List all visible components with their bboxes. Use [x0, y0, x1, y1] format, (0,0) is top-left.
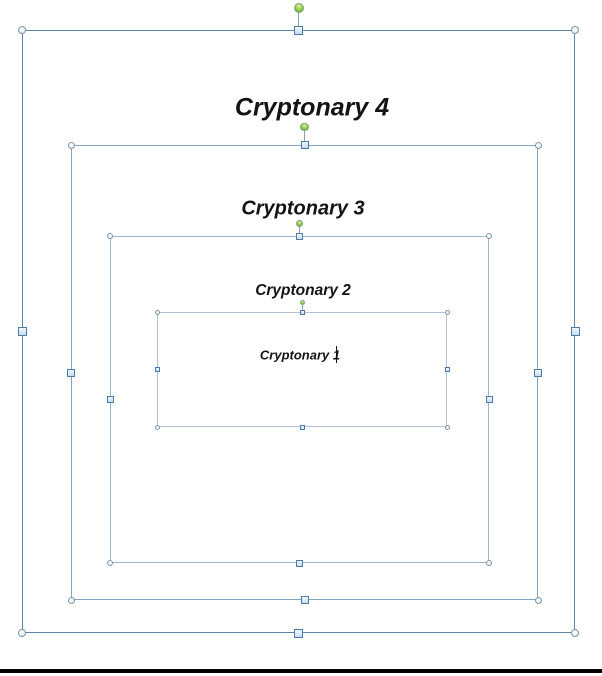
resize-handle-edge[interactable] — [444, 367, 450, 372]
resize-handle-edge[interactable] — [294, 25, 303, 35]
resize-handle-edge[interactable] — [299, 309, 305, 315]
rotation-handle-icon[interactable] — [300, 122, 309, 132]
page-bottom-border — [0, 669, 602, 673]
resize-handle-edge[interactable] — [106, 396, 114, 403]
resize-handle-corner[interactable] — [486, 560, 492, 566]
rotation-handle-icon[interactable] — [293, 3, 304, 13]
rotation-handle-icon[interactable] — [299, 299, 305, 305]
resize-handle-edge[interactable] — [296, 232, 303, 240]
rotation-stem — [301, 302, 303, 312]
resize-handle-edge[interactable] — [300, 141, 309, 149]
resize-handle-corner[interactable] — [67, 141, 75, 149]
resize-handle-edge[interactable] — [300, 596, 309, 604]
resize-handle-corner[interactable] — [571, 26, 579, 34]
textbox-label-cryptonary-3[interactable]: Cryptonary 3 — [241, 197, 365, 220]
textbox-label-cryptonary-2[interactable]: Cryptonary 2 — [255, 282, 351, 299]
resize-handle-corner[interactable] — [486, 233, 492, 239]
resize-handle-edge[interactable] — [67, 368, 75, 377]
resize-handle-corner[interactable] — [18, 26, 26, 34]
rotation-stem — [299, 223, 300, 236]
textbox-label-cryptonary-1[interactable]: Cryptonary 1 — [259, 347, 341, 363]
resize-handle-corner[interactable] — [107, 560, 113, 566]
textbox-border-cryptonary-1[interactable] — [157, 312, 447, 427]
resize-handle-edge[interactable] — [299, 424, 305, 430]
resize-handle-edge[interactable] — [570, 327, 580, 336]
resize-handle-corner[interactable] — [154, 309, 160, 315]
resize-handle-corner[interactable] — [154, 424, 160, 430]
rotation-stem — [304, 127, 305, 145]
resize-handle-corner[interactable] — [571, 629, 579, 637]
resize-handle-edge[interactable] — [534, 368, 542, 377]
resize-handle-corner[interactable] — [534, 596, 542, 604]
rotation-handle-icon[interactable] — [296, 219, 303, 227]
rotation-stem — [298, 8, 299, 30]
resize-handle-corner[interactable] — [107, 233, 113, 239]
textbox-label-cryptonary-4[interactable]: Cryptonary 4 — [234, 93, 390, 122]
resize-handle-corner[interactable] — [444, 424, 450, 430]
resize-handle-corner[interactable] — [67, 596, 75, 604]
resize-handle-corner[interactable] — [444, 309, 450, 315]
resize-handle-edge[interactable] — [17, 327, 27, 336]
resize-handle-corner[interactable] — [18, 629, 26, 637]
resize-handle-edge[interactable] — [294, 628, 303, 638]
resize-handle-edge[interactable] — [154, 367, 160, 372]
resize-handle-edge[interactable] — [485, 396, 493, 403]
text-cursor — [336, 346, 337, 363]
resize-handle-edge[interactable] — [296, 559, 303, 567]
resize-handle-corner[interactable] — [534, 141, 542, 149]
